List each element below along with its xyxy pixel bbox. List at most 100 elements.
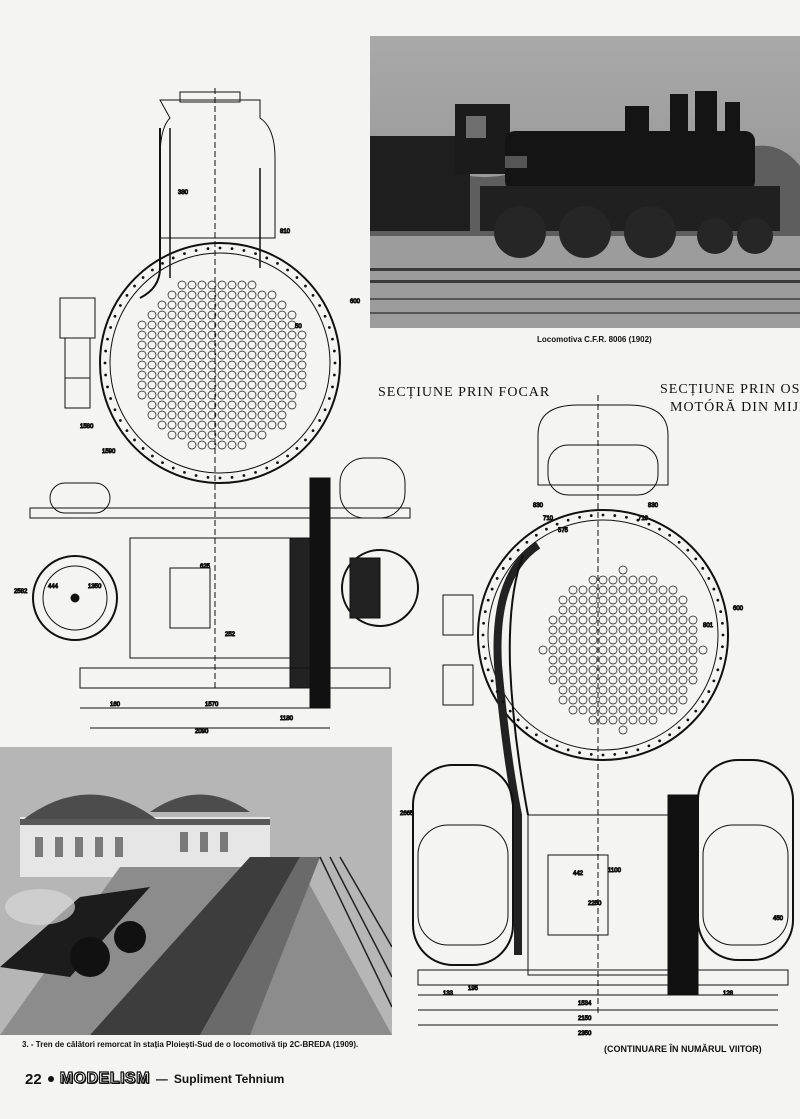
right-section-title-line1: SECȚIUNE PRIN OSI [660,382,800,397]
boiler-tube [668,665,678,675]
boiler-tube [217,370,227,380]
boiler-tube [277,320,287,330]
rivet [230,247,234,251]
boiler-tube [227,370,237,380]
boiler-tube [177,380,187,390]
boiler-tube [177,290,187,300]
dim-160: 160 [110,702,121,708]
dim-575: 575 [558,528,569,534]
boiler-tube [167,340,177,350]
boiler-tube [287,370,297,380]
rivet [686,718,690,722]
boiler-tube [277,420,287,430]
boiler-tube [257,380,267,390]
boiler-tube [197,440,207,450]
rivet [495,690,499,693]
rivet [295,447,299,450]
rivet [525,540,529,544]
boiler-tube [558,695,568,705]
boiler-tube [598,655,608,665]
boiler-tube [628,625,638,635]
boiler-tube [257,320,267,330]
boiler-tube [588,605,598,615]
boiler-tube [167,310,177,320]
boiler-tube [217,350,227,360]
boiler-tube [648,585,658,595]
boiler-tube [658,595,668,605]
boiler-tube [648,625,658,635]
boiler-tube [608,615,618,625]
rivet [501,700,505,704]
boiler-tube [638,695,648,705]
rivet [495,577,499,580]
rivet [151,454,154,458]
boiler-tube [608,675,618,685]
dim-1570: 1570 [205,702,219,708]
boiler-tube [618,685,628,695]
boiler-tube [548,655,558,665]
boiler-tube [588,595,598,605]
boiler-tube [618,705,628,715]
boiler-tube [197,380,207,390]
boiler-tube [167,350,177,360]
boiler-tube [247,350,257,360]
boiler-tube [157,360,167,370]
station-photo [0,747,392,1035]
boiler-tube [177,410,187,420]
boiler-tube [267,370,277,380]
boiler-tube [618,635,628,645]
boiler-tube [227,380,237,390]
boiler-tube [668,625,678,635]
boiler-tube [227,330,237,340]
boiler-tube [608,655,618,665]
boiler-tube [578,595,588,605]
boiler-tube [618,655,628,665]
boiler-tube [628,605,638,615]
boiler-tube [287,390,297,400]
locomotive-photo-caption: Locomotiva C.F.R. 8006 (1902) [537,335,652,344]
boiler-tube [578,625,588,635]
boiler-tube [277,300,287,310]
boiler-tube [688,665,698,675]
rivet [218,476,222,480]
rivet [701,700,705,704]
boiler-tube [548,665,558,675]
boiler-tube [227,410,237,420]
boiler-tube [257,420,267,430]
boiler-tube [548,675,558,685]
boiler-tube [277,400,287,410]
boiler-tube [227,400,237,410]
rivet [254,470,257,474]
boiler-tube [187,400,197,410]
boiler-tube [648,655,658,665]
rivet [490,587,494,591]
boiler-tube [237,300,247,310]
boiler-tube [257,430,267,440]
boiler-tube [688,675,698,685]
boiler-tube [167,390,177,400]
boiler-tube [157,380,167,390]
left-section-title: SECȚIUNE PRIN FOCAR [378,385,551,400]
boiler-tube [287,350,297,360]
rivet [721,645,724,649]
boiler-tube [207,410,217,420]
boiler-tube [568,675,578,685]
boiler-tube [588,615,598,625]
boiler-tube [267,420,277,430]
boiler-tube [618,695,628,705]
boiler-tube [538,645,548,655]
rivet [194,249,198,252]
boiler-tube [678,675,688,685]
boiler-tube [177,320,187,330]
boiler-tube [157,390,167,400]
boiler-tube [257,300,267,310]
boiler-tube [608,635,618,645]
rivet [318,419,321,422]
boiler-tube [227,350,237,360]
boiler-tube [558,635,568,645]
boiler-tube [147,410,157,420]
boiler-tube [578,635,588,645]
boiler-tube [197,300,207,310]
rivet [721,621,724,625]
boiler-tube [167,380,177,390]
